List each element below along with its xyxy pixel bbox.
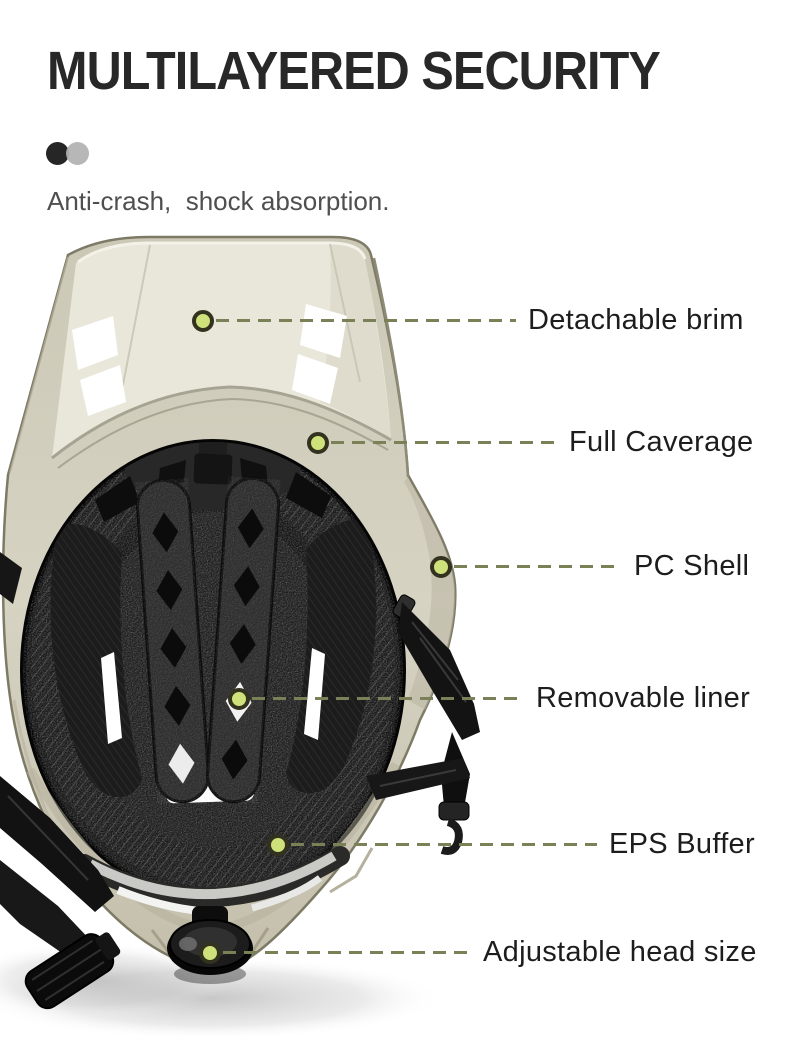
callout-leader-line — [252, 697, 524, 700]
callout-dot-icon — [430, 555, 452, 578]
callout-leader-line — [454, 565, 622, 568]
callout-dot-icon — [228, 687, 250, 710]
callout-dot-icon — [307, 431, 329, 454]
callout-label: Removable liner — [536, 682, 751, 714]
callout-adjustable-head-size: Adjustable head size — [199, 936, 757, 969]
callout-leader-line — [216, 319, 516, 322]
callout-label: EPS Buffer — [609, 828, 755, 860]
subtitle: Anti-crash, shock absorption. — [47, 186, 390, 216]
callout-pc-shell: PC Shell — [430, 550, 749, 583]
brim-vents — [72, 304, 347, 416]
color-swatches — [46, 142, 90, 166]
callout-label: Adjustable head size — [483, 936, 757, 968]
helmet-interior-photo — [0, 235, 480, 1040]
black-colorway-swatch-icon — [46, 142, 69, 165]
callout-removable-liner: Removable liner — [228, 682, 750, 715]
removable-liner — [136, 476, 280, 804]
chin-straps — [0, 552, 480, 1010]
callout-leader-line — [331, 441, 557, 444]
callout-dot-icon — [199, 941, 221, 964]
callout-dot-icon — [192, 309, 214, 332]
callout-detachable-brim: Detachable brim — [192, 304, 744, 337]
callout-eps-buffer: EPS Buffer — [267, 828, 755, 861]
callout-label: PC Shell — [634, 550, 750, 582]
callout-label: Detachable brim — [528, 304, 744, 336]
page-title: MULTILAYERED SECURITY — [47, 41, 661, 101]
detachable-brim — [51, 241, 410, 478]
callout-label: Full Caverage — [569, 426, 754, 458]
callout-leader-line — [223, 951, 471, 954]
callout-dot-icon — [267, 833, 289, 856]
callout-full-coverage: Full Caverage — [307, 426, 753, 459]
gray-colorway-swatch-icon — [66, 142, 90, 165]
callout-leader-line — [291, 843, 597, 846]
